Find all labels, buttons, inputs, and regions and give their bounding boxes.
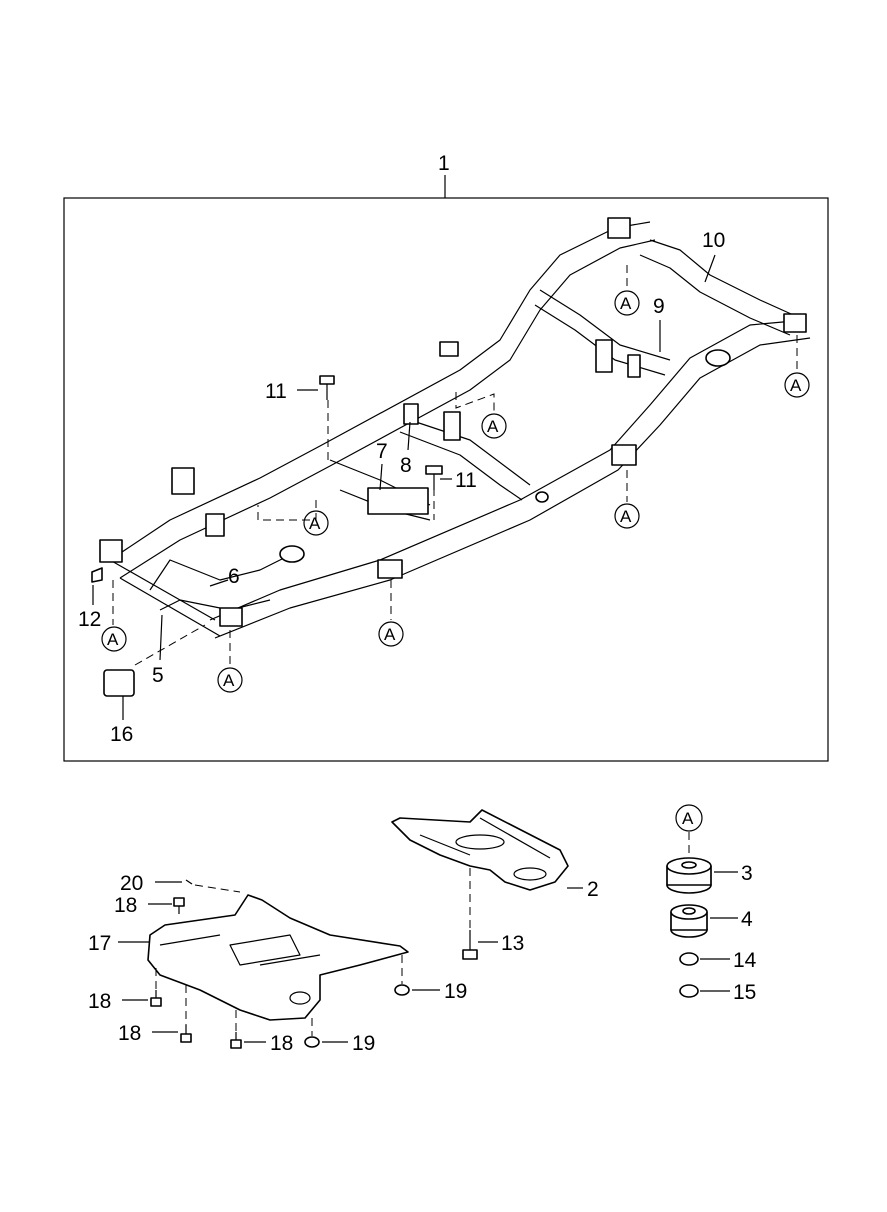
leader-a-3 [455, 392, 495, 412]
rear-left-mount-bracket [607, 217, 631, 239]
bracket-8 [403, 403, 419, 425]
svg-text:A: A [107, 630, 119, 649]
part-18-bolt [230, 1032, 242, 1049]
svg-text:A: A [682, 809, 694, 828]
callout-6: 6 [228, 565, 240, 588]
part-19-nut [394, 984, 410, 996]
callout-7: 7 [376, 440, 388, 463]
callout-14: 14 [733, 949, 757, 972]
callout-20: 20 [120, 872, 143, 895]
mount-marker-a: A [614, 503, 640, 529]
callout-18: 18 [270, 1032, 293, 1055]
mount-marker-a: A [101, 626, 127, 652]
callout-11: 11 [455, 469, 477, 492]
svg-text:A: A [487, 417, 499, 436]
callout-3: 3 [741, 862, 753, 885]
cross-member-7-plate [367, 487, 429, 515]
callout-15: 15 [733, 981, 756, 1004]
leader-a-4 [257, 500, 317, 521]
svg-text:A: A [620, 294, 632, 313]
callout-17: 17 [88, 932, 111, 955]
rear-stopper [627, 354, 641, 378]
callout-19: 19 [444, 980, 467, 1003]
part-4-lower-bushing [670, 904, 708, 938]
front-side-bracket [205, 513, 225, 537]
chassis-frame [99, 217, 811, 639]
rear-corner-mount-bracket [783, 313, 807, 333]
part-15-nut [679, 984, 699, 998]
part-12-hook [91, 567, 103, 583]
svg-text:A: A [223, 671, 235, 690]
callout-10: 10 [702, 229, 725, 252]
callout-leader-7 [379, 463, 383, 491]
callout-11: 11 [265, 380, 287, 403]
part-16-bumper-stopper [103, 669, 135, 697]
mount-marker-a: A [303, 510, 329, 536]
mount-marker-a: A [481, 413, 507, 439]
callout-18: 18 [88, 990, 111, 1013]
callout-1: 1 [438, 152, 450, 175]
mid-right-mount-bracket [377, 559, 403, 579]
frame-assembly-box [63, 197, 829, 762]
leader-part-16 [134, 624, 206, 666]
front-right-mount-bracket [219, 607, 243, 627]
bolt-11-lower [425, 465, 443, 490]
svg-text:A: A [309, 514, 321, 533]
part-2-skid-plate [391, 809, 569, 891]
callout-5: 5 [152, 664, 164, 687]
frame-hole [535, 491, 549, 503]
part-14-nut [679, 952, 699, 966]
part-13-bolt [462, 930, 478, 960]
callout-19: 19 [352, 1032, 375, 1055]
callout-leader-6 [209, 579, 229, 587]
front-upper-mount-bracket [171, 467, 195, 495]
center-bracket [443, 411, 461, 441]
callout-leader-10 [704, 254, 716, 283]
callout-leader-5 [159, 614, 163, 661]
front-left-mount-bracket [99, 539, 123, 563]
mid-left-mount-bracket [439, 341, 459, 357]
part-18-bolt [150, 990, 162, 1007]
part-19-nut [304, 1036, 320, 1048]
part-20-clip [185, 879, 193, 885]
callout-12: 12 [78, 608, 101, 631]
svg-text:A: A [790, 376, 802, 395]
callout-16: 16 [110, 723, 133, 746]
mount-marker-a: A [217, 667, 243, 693]
bolt-11-upper [319, 375, 335, 400]
callout-18: 18 [114, 894, 137, 917]
callout-4: 4 [741, 908, 753, 931]
svg-text:A: A [620, 507, 632, 526]
part-18-bolt [180, 1025, 192, 1043]
mount-marker-a: A [784, 372, 810, 398]
mount-marker-a: A [675, 804, 703, 832]
part-17-under-cover [147, 894, 409, 1021]
callout-2: 2 [587, 878, 599, 901]
rear-hanger-bracket [595, 339, 613, 373]
callout-9: 9 [653, 295, 665, 318]
callout-13: 13 [501, 932, 524, 955]
callout-leader-8 [407, 421, 411, 451]
suspension-mount [279, 545, 305, 563]
mount-marker-a: A [378, 621, 404, 647]
part-3-upper-bushing [666, 857, 712, 894]
part-18-bolt [173, 897, 185, 914]
mount-marker-a: A [614, 290, 640, 316]
callout-8: 8 [400, 454, 412, 477]
callout-18: 18 [118, 1022, 141, 1045]
svg-text:A: A [384, 625, 396, 644]
rear-right-mount-bracket [611, 444, 637, 466]
rear-suspension-mount [705, 349, 731, 367]
